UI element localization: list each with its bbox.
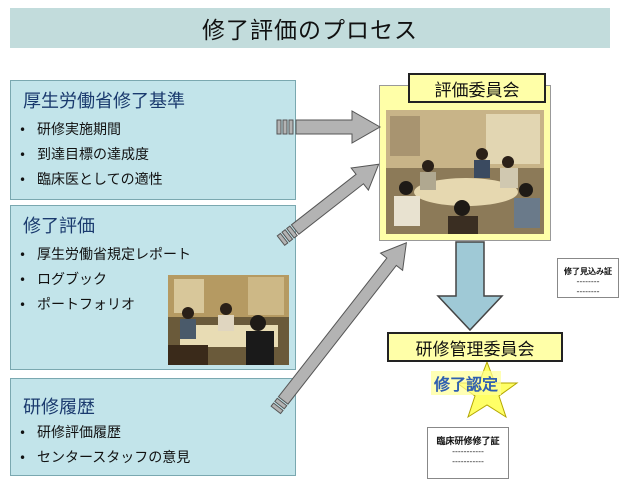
- training-history-list: •研修評価履歴 •センタースタッフの意見: [19, 421, 190, 471]
- arrow-evaluation-to-committee: [276, 163, 380, 247]
- bullet-icon: •: [19, 123, 27, 137]
- bullet-icon: •: [19, 248, 27, 262]
- list-item: •センタースタッフの意見: [19, 446, 190, 471]
- mhlw-criteria-box: 厚生労働省修了基準 •研修実施期間 •到達目標の達成度 •臨床医としての適性: [10, 80, 296, 200]
- arrow-history-to-committee: [270, 242, 407, 415]
- completion-evaluation-list: •厚生労働省規定レポート •ログブック •ポートフォリオ: [19, 243, 191, 318]
- arrow-criteria-to-committee: [276, 110, 382, 144]
- bullet-icon: •: [19, 426, 27, 440]
- list-item: •ログブック: [19, 268, 191, 293]
- mhlw-criteria-title: 厚生労働省修了基準: [23, 91, 185, 112]
- title-band: 修了評価のプロセス: [10, 8, 610, 48]
- evaluation-committee-label: 評価委員会: [408, 73, 546, 103]
- evaluation-committee-panel: [379, 85, 551, 241]
- training-history-title: 研修履歴: [23, 397, 95, 418]
- list-item: •厚生労働省規定レポート: [19, 243, 191, 268]
- meeting-photo-small: [168, 275, 289, 365]
- list-item: •ポートフォリオ: [19, 293, 191, 318]
- list-item: •研修評価履歴: [19, 421, 190, 446]
- management-committee-label: 研修管理委員会: [387, 332, 563, 362]
- arrow-committee-to-management: [436, 241, 504, 332]
- mhlw-criteria-list: •研修実施期間 •到達目標の達成度 •臨床医としての適性: [19, 118, 163, 193]
- bullet-icon: •: [19, 298, 27, 312]
- training-completion-certificate: 臨床研修修了証 ----------- -----------: [427, 427, 509, 479]
- expected-completion-certificate: 修了見込み証 -------- --------: [557, 258, 619, 298]
- bullet-icon: •: [19, 273, 27, 287]
- list-item: •研修実施期間: [19, 118, 163, 143]
- completion-evaluation-title: 修了評価: [23, 216, 95, 237]
- bullet-icon: •: [19, 173, 27, 187]
- committee-meeting-photo: [386, 110, 544, 234]
- list-item: •到達目標の達成度: [19, 143, 163, 168]
- page-title: 修了評価のプロセス: [202, 18, 418, 44]
- completion-certification-label: 修了認定: [431, 371, 502, 395]
- list-item: •臨床医としての適性: [19, 168, 163, 193]
- training-history-box: 研修履歴 •研修評価履歴 •センタースタッフの意見: [10, 378, 296, 476]
- bullet-icon: •: [19, 451, 27, 465]
- bullet-icon: •: [19, 148, 27, 162]
